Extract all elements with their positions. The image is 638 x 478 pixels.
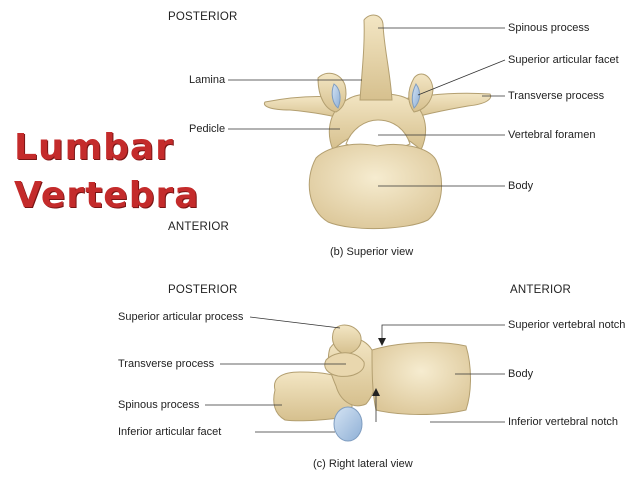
label-pedicle: Pedicle [189,123,226,135]
label-superior-vertebral-notch: Superior vertebral notch [508,319,626,331]
superior-posterior-label: POSTERIOR [168,11,238,23]
lateral-posterior-label: POSTERIOR [168,284,238,296]
label-lamina: Lamina [189,74,226,86]
title-line1: Lumbar [14,127,174,168]
label-lateral-spinous-process: Spinous process [118,399,200,411]
superior-view-caption: (b) Superior view [330,246,414,258]
label-superior-articular-process: Superior articular process [118,311,244,323]
lateral-leader-lines [205,316,505,433]
title-line2: Vertebra [14,175,200,216]
superior-leader-lines [228,27,506,187]
label-lateral-transverse-process: Transverse process [118,358,215,370]
label-spinous-process: Spinous process [508,22,590,34]
label-superior-articular-facet: Superior articular facet [508,54,619,66]
label-lateral-body: Body [508,368,534,380]
lateral-view-vertebra [273,324,471,442]
label-inferior-articular-facet: Inferior articular facet [118,426,222,438]
superior-anterior-label: ANTERIOR [168,221,230,233]
lateral-view-caption: (c) Right lateral view [313,458,413,470]
superior-view-vertebra [263,14,492,230]
label-body: Body [508,180,534,192]
label-transverse-process: Transverse process [508,90,605,102]
lateral-anterior-label: ANTERIOR [510,284,572,296]
label-vertebral-foramen: Vertebral foramen [508,129,596,141]
label-inferior-vertebral-notch: Inferior vertebral notch [508,416,619,428]
lateral-notch-arrows [372,338,386,396]
